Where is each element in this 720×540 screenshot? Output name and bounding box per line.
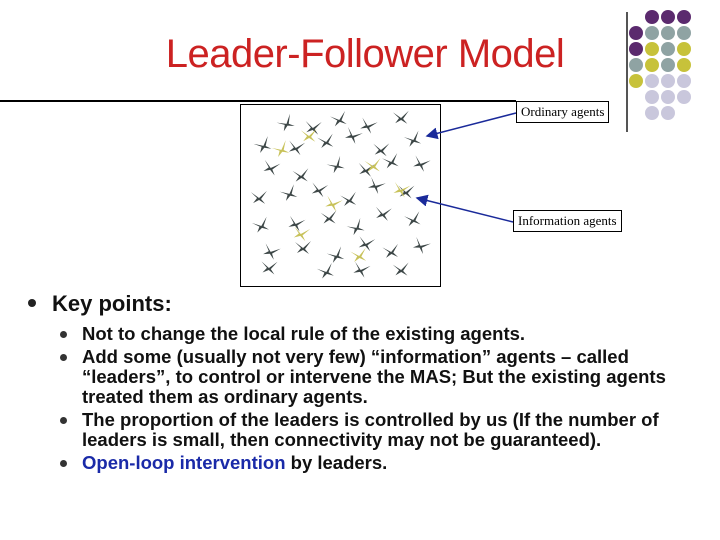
bird-mark — [393, 181, 411, 198]
decorative-dot-grid — [629, 10, 691, 120]
list-item: Open-loop intervention by leaders. — [58, 453, 678, 473]
decorative-dot — [661, 106, 675, 120]
decorative-dot — [645, 74, 659, 88]
bird-mark — [288, 215, 306, 232]
decorative-dot — [661, 58, 675, 72]
decorative-dot — [661, 74, 675, 88]
bird-mark — [413, 155, 431, 172]
decorative-dot — [677, 74, 691, 88]
ordinary-agents-callout: Ordinary agents — [516, 101, 610, 123]
bird-mark — [293, 226, 311, 242]
bird-mark — [382, 243, 399, 258]
ordinary-arrow — [425, 112, 517, 140]
bullet-icon — [60, 460, 67, 467]
list-item-text: Not to change the local rule of the exis… — [82, 323, 526, 344]
bird-mark — [263, 243, 281, 260]
decorative-dot — [645, 26, 659, 40]
bird-mark — [344, 126, 363, 144]
bird-mark — [360, 117, 378, 134]
bullet-icon — [60, 331, 67, 338]
decorative-dot — [645, 106, 659, 120]
decorative-dot — [677, 26, 691, 40]
decorative-dot — [645, 42, 659, 56]
bird-mark — [288, 140, 306, 156]
bird-mark — [325, 195, 343, 212]
bullet-icon — [60, 354, 67, 361]
decorative-dot — [661, 26, 675, 40]
key-points-list: Not to change the local rule of the exis… — [58, 324, 678, 476]
bird-mark — [271, 140, 290, 157]
bird-mark — [403, 130, 422, 147]
bird-mark — [353, 261, 371, 278]
bird-mark — [367, 176, 386, 194]
slide-title: Leader-Follower Model — [165, 32, 565, 76]
decorative-dot — [661, 10, 675, 24]
bird-mark — [375, 206, 392, 221]
bird-mark — [316, 262, 334, 279]
decorative-dot — [677, 42, 691, 56]
decorative-dot — [629, 74, 643, 88]
bird-mark — [292, 168, 309, 182]
bird-mark — [350, 247, 367, 262]
decorative-dot — [645, 90, 659, 104]
bird-mark — [320, 210, 337, 224]
bullet-icon — [28, 299, 36, 308]
decorative-dot — [629, 26, 643, 40]
bird-mark — [373, 143, 390, 157]
list-item-text: Add some (usually not very few) “informa… — [82, 346, 666, 407]
bird-mark — [404, 211, 421, 227]
decorative-dot — [677, 58, 691, 72]
bird-mark — [412, 236, 431, 254]
bird-flock-icon — [250, 110, 431, 279]
flock-figure — [240, 104, 441, 287]
decorative-dot — [661, 42, 675, 56]
decorative-dot — [629, 58, 643, 72]
bird-mark — [263, 159, 281, 176]
key-points-heading-row: Key points: — [28, 291, 172, 317]
decorative-dot — [661, 90, 675, 104]
key-points-heading: Key points: — [52, 291, 172, 316]
bird-mark — [251, 216, 269, 233]
decorative-vertical-rule — [626, 12, 628, 132]
bird-mark — [381, 153, 399, 169]
bird-mark — [358, 162, 375, 177]
bird-mark — [358, 236, 376, 252]
list-item-text: by leaders. — [285, 452, 388, 473]
bird-mark — [364, 158, 381, 172]
information-agents-callout: Information agents — [513, 210, 622, 232]
bird-mark — [326, 155, 345, 174]
bird-mark — [340, 191, 357, 206]
list-item: Add some (usually not very few) “informa… — [58, 347, 678, 407]
decorative-dot — [677, 90, 691, 104]
decorative-dot — [629, 42, 643, 56]
bird-mark — [329, 111, 347, 127]
bird-mark — [326, 246, 345, 263]
title-divider — [0, 100, 516, 102]
decorative-dot — [645, 58, 659, 72]
information-arrow — [415, 194, 514, 223]
bullet-icon — [60, 417, 67, 424]
bird-mark — [305, 121, 322, 135]
list-item: The proportion of the leaders is control… — [58, 410, 678, 450]
decorative-dot — [645, 10, 659, 24]
list-item: Not to change the local rule of the exis… — [58, 324, 678, 344]
highlight-text: Open-loop intervention — [82, 452, 286, 473]
decorative-dot — [677, 10, 691, 24]
bird-mark — [346, 217, 365, 236]
bird-mark — [317, 133, 334, 149]
bird-mark — [253, 136, 272, 153]
list-item-text: The proportion of the leaders is control… — [82, 409, 659, 450]
bird-mark — [311, 182, 329, 198]
bird-mark — [295, 241, 311, 254]
bird-mark — [276, 113, 295, 132]
bird-mark — [261, 261, 278, 275]
bird-mark — [398, 185, 415, 199]
bird-mark — [279, 184, 298, 201]
